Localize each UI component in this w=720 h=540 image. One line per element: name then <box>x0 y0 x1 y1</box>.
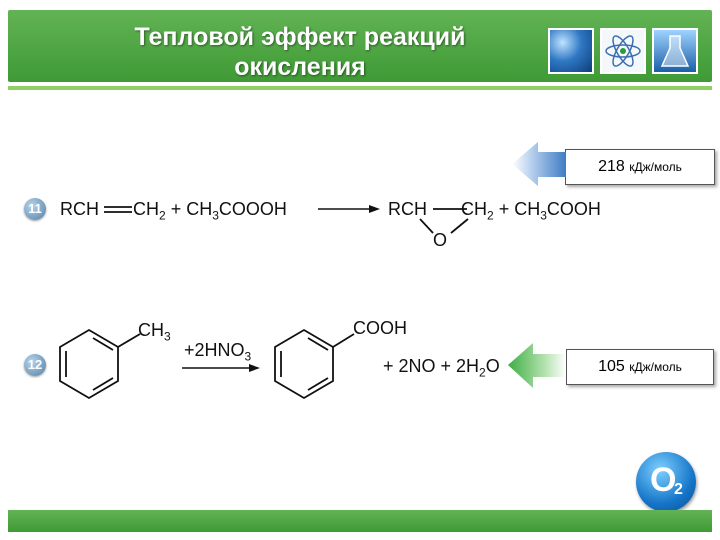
title-line-1: Тепловой эффект реакций <box>134 23 466 51</box>
header: Тепловой эффект реакций окисления <box>0 0 720 98</box>
products-sub: 2 <box>479 365 486 380</box>
product-plus: + <box>498 199 510 219</box>
reactant-rch: RCH <box>60 199 99 219</box>
reaction-arrow-12 <box>182 364 260 372</box>
molecules-image <box>548 28 594 74</box>
epoxide-oxygen: O <box>433 230 448 250</box>
reactant-cooooh: COOOH <box>218 199 287 219</box>
reaction-12-products: + 2NO + 2H2O <box>383 356 500 380</box>
product-ch3: CH <box>514 199 541 219</box>
energy-box-12: 105 кДж/моль <box>566 349 714 385</box>
header-line <box>8 86 712 90</box>
oxygen-badge-icon: O 2 <box>636 452 696 512</box>
epoxide-ring <box>419 208 469 234</box>
benzoic-acid-ring <box>274 328 355 400</box>
slide-title: Тепловой эффект реакций окисления <box>60 22 540 82</box>
toluene-ch3-text: CH <box>138 320 164 340</box>
product-ch2: CH <box>461 199 487 219</box>
reagent-hno3: +2HNO3 <box>184 340 251 364</box>
reaction-number-11: 11 <box>24 198 46 220</box>
atom-image <box>600 28 646 74</box>
toluene-benzene-ring <box>59 328 141 400</box>
energy-value-11: 218 <box>598 158 625 175</box>
energy-value-12: 105 <box>598 358 625 375</box>
reactant-plus: + <box>170 199 182 219</box>
product-ch3-sub: 3 <box>540 208 547 223</box>
energy-arrow-11 <box>512 142 566 186</box>
footer-bar <box>8 510 712 532</box>
product-cooh-group: COOH <box>353 318 407 338</box>
reactant-ch3: CH <box>186 199 213 219</box>
title-line-2: окисления <box>234 53 366 81</box>
header-bar <box>8 10 712 82</box>
products-text: + 2NO + 2H <box>383 356 480 376</box>
energy-arrow-12 <box>508 343 566 388</box>
flasks-image <box>652 28 698 74</box>
product-ch2-sub: 2 <box>487 208 494 223</box>
product-cooh: COOH <box>546 199 601 219</box>
double-bond <box>104 206 132 213</box>
products-text-end: O <box>485 356 500 376</box>
toluene-ch3-sub: 3 <box>164 329 171 344</box>
reactant-ch2-sub: 2 <box>159 208 166 223</box>
reagent-text: +2HNO <box>184 340 245 360</box>
reactant-ch2: CH <box>133 199 159 219</box>
energy-box-11: 218 кДж/моль <box>565 149 715 185</box>
oxygen-badge-letter: O <box>650 461 677 499</box>
toluene-ch3: CH3 <box>138 320 171 344</box>
reaction-arrow-11 <box>318 205 380 213</box>
reactant-ch3-sub: 3 <box>212 208 219 223</box>
energy-unit-12: кДж/моль <box>629 360 682 374</box>
energy-unit-11: кДж/моль <box>629 160 682 174</box>
reagent-sub: 3 <box>244 349 252 364</box>
oxygen-badge-sub: 2 <box>674 481 683 498</box>
product-rch: RCH <box>388 199 427 219</box>
reaction-number-12: 12 <box>24 354 46 376</box>
